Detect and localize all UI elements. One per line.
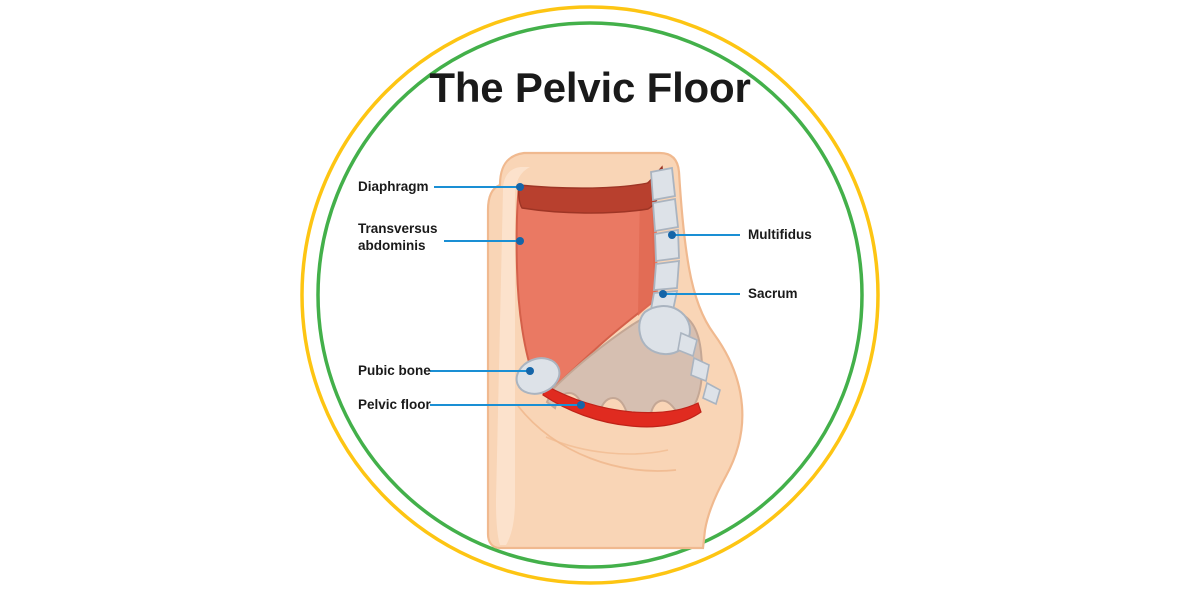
inner-ring-green <box>316 21 864 569</box>
gluteal-crease <box>517 405 677 472</box>
coccyx-seg-1 <box>677 331 698 358</box>
anatomy-group <box>486 151 744 550</box>
leader-dot-multifidus <box>668 231 676 239</box>
leader-dot-transversus-abdominis <box>516 237 524 245</box>
label-transversus-abdominis-line1: Transversus <box>358 221 438 236</box>
decorative-rings <box>300 5 880 585</box>
labels-right: Multifidus Sacrum <box>748 227 812 301</box>
leader-dot-pelvic-floor <box>577 401 585 409</box>
diaphragm <box>517 165 665 214</box>
vertebra-l2 <box>652 197 679 233</box>
labels-left: Diaphragm Transversus abdominis Pubic bo… <box>358 179 438 412</box>
coccyx-seg-2 <box>690 356 710 383</box>
thigh-crease <box>545 436 669 455</box>
outer-ring-yellow <box>300 5 880 585</box>
coccyx-segments <box>677 331 721 406</box>
label-sacrum: Sacrum <box>748 286 798 301</box>
pubic-bone <box>515 357 561 395</box>
label-transversus-abdominis-line2: abdominis <box>358 238 426 253</box>
leader-dot-diaphragm <box>516 183 524 191</box>
spine-vertebrae <box>648 166 680 316</box>
vertebra-l1 <box>650 166 676 202</box>
leader-dot-sacrum <box>659 290 667 298</box>
leader-lines <box>430 183 740 409</box>
vertebra-l4 <box>653 259 680 291</box>
torso-skin-highlight <box>496 167 530 545</box>
coccyx-seg-3 <box>702 381 721 406</box>
leader-dot-pubic-bone <box>526 367 534 375</box>
label-diaphragm: Diaphragm <box>358 179 429 194</box>
label-multifidus: Multifidus <box>748 227 812 242</box>
label-pubic-bone: Pubic bone <box>358 363 431 378</box>
page-title: The Pelvic Floor <box>429 64 750 111</box>
label-pelvic-floor: Pelvic floor <box>358 397 432 412</box>
pelvic-floor-sling <box>542 384 702 428</box>
